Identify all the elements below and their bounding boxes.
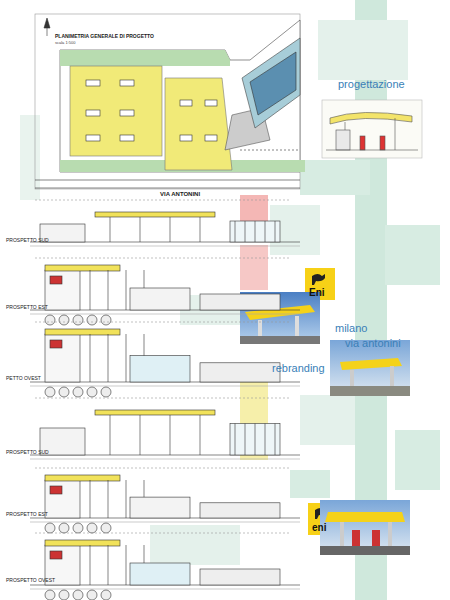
elevation-title: PROSPETTO SUD <box>6 450 49 456</box>
plan-title: PLANIMETRIA GENERALE DI PROGETTO <box>55 34 154 40</box>
site-plan <box>35 14 305 189</box>
logo-text: eni <box>312 522 326 533</box>
elevation <box>30 200 300 246</box>
section-word: milano <box>335 322 367 334</box>
eni-logo <box>305 268 335 300</box>
elevation <box>30 322 300 397</box>
scale-note: scala 1:500 <box>55 41 75 45</box>
design-sketch <box>322 100 422 158</box>
elevation-title: PROSPETTO OVEST <box>6 578 55 584</box>
logo-text: Eni <box>309 287 325 298</box>
section-word: progettazione <box>338 78 405 90</box>
elevation <box>30 258 300 325</box>
elevation-title: PROSPETTO EST <box>6 305 48 311</box>
elevation-title: PETTO OVEST <box>6 376 41 382</box>
section-word: rebranding <box>272 362 325 374</box>
section-word: via antonini <box>345 337 401 349</box>
photo <box>320 500 410 555</box>
elevation-title: PROSPETTO SUD <box>6 238 49 244</box>
street-name: VIA ANTONINI <box>160 191 200 198</box>
elevation <box>30 398 300 459</box>
elevation-title: PROSPETTO EST <box>6 512 48 518</box>
elevation <box>30 468 300 533</box>
elevation <box>30 533 300 600</box>
